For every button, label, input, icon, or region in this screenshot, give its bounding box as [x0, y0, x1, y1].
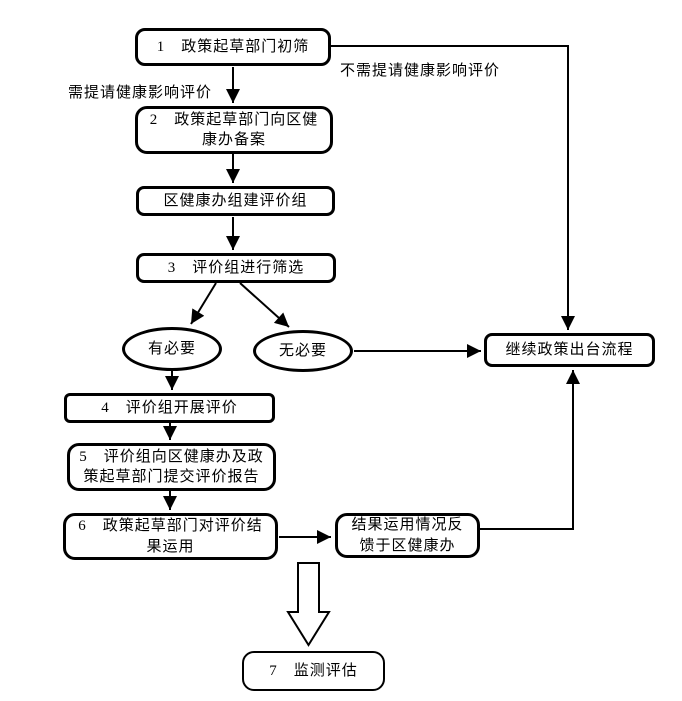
node-4-conduct-evaluation: 4 评价组开展评价 [64, 393, 275, 423]
node-5-submit-evaluation-report: 5 评价组向区健康办及政 策起草部门提交评价报告 [67, 443, 276, 491]
node-6-apply-evaluation-results: 6 政策起草部门对评价结 果运用 [63, 513, 278, 560]
node-1-policy-draft-screening: 1 政策起草部门初筛 [135, 28, 331, 66]
node-7-monitoring-evaluation: 7 监测评估 [242, 651, 385, 691]
decision-necessary: 有必要 [122, 327, 222, 371]
block-arrow-down [286, 562, 331, 647]
edge-label-no-need-evaluation: 不需提请健康影响评价 [340, 63, 501, 79]
node-3-screening-by-group: 3 评价组进行筛选 [136, 253, 336, 283]
connector-n4-decision-necessary [190, 282, 217, 325]
node-feedback-to-health-office: 结果运用情况反 馈于区健康办 [335, 513, 480, 558]
connector-feedback-continue [480, 370, 580, 530]
connector-n1-continue-right-branch [331, 45, 575, 330]
decision-not-necessary: 无必要 [253, 330, 353, 372]
node-2-filing-with-health-office: 2 政策起草部门向区健 康办备案 [135, 106, 333, 154]
edge-label-need-evaluation: 需提请健康影响评价 [68, 85, 213, 101]
node-form-evaluation-group: 区健康办组建评价组 [136, 186, 335, 216]
node-continue-policy-process: 继续政策出台流程 [484, 333, 655, 367]
connector-n4-decision-not-necessary [239, 282, 290, 328]
